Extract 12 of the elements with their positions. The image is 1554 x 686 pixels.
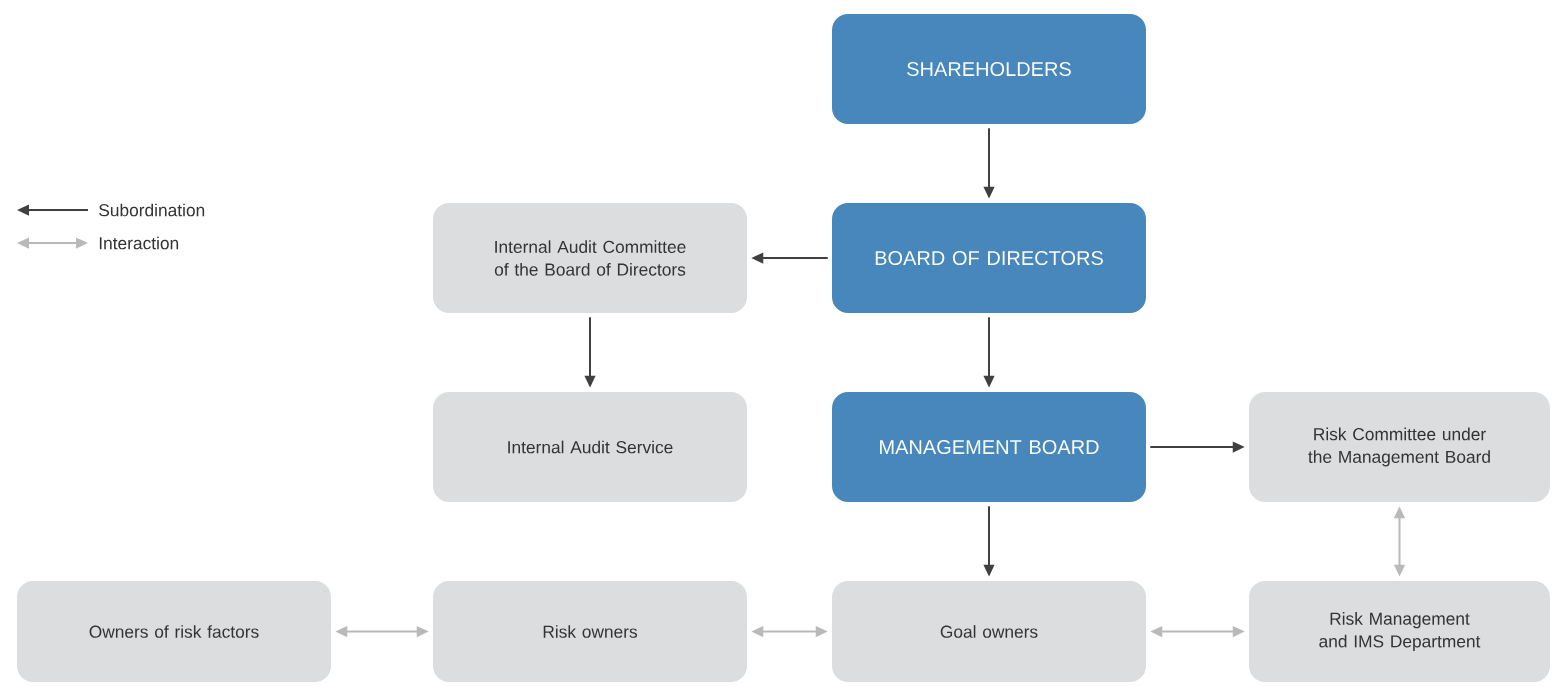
board-box: BOARD OF DIRECTORS xyxy=(832,203,1146,313)
unit-box: Risk Committee under the Management Board xyxy=(1249,392,1550,502)
board-box: MANAGEMENT BOARD xyxy=(832,392,1146,502)
legend-text: Subordination xyxy=(99,203,205,217)
unit-box: Goal owners xyxy=(832,581,1146,682)
board-box: SHAREHOLDERS xyxy=(832,14,1146,124)
unit-box: Risk Management and IMS Department xyxy=(1249,581,1550,682)
unit-box: Risk owners xyxy=(433,581,747,682)
unit-box: Owners of risk factors xyxy=(17,581,331,682)
unit-box: Internal Audit Committee of the Board of Directors xyxy=(433,203,747,313)
unit-box: Internal Audit Service xyxy=(433,392,747,502)
legend-text: Interaction xyxy=(99,236,179,250)
